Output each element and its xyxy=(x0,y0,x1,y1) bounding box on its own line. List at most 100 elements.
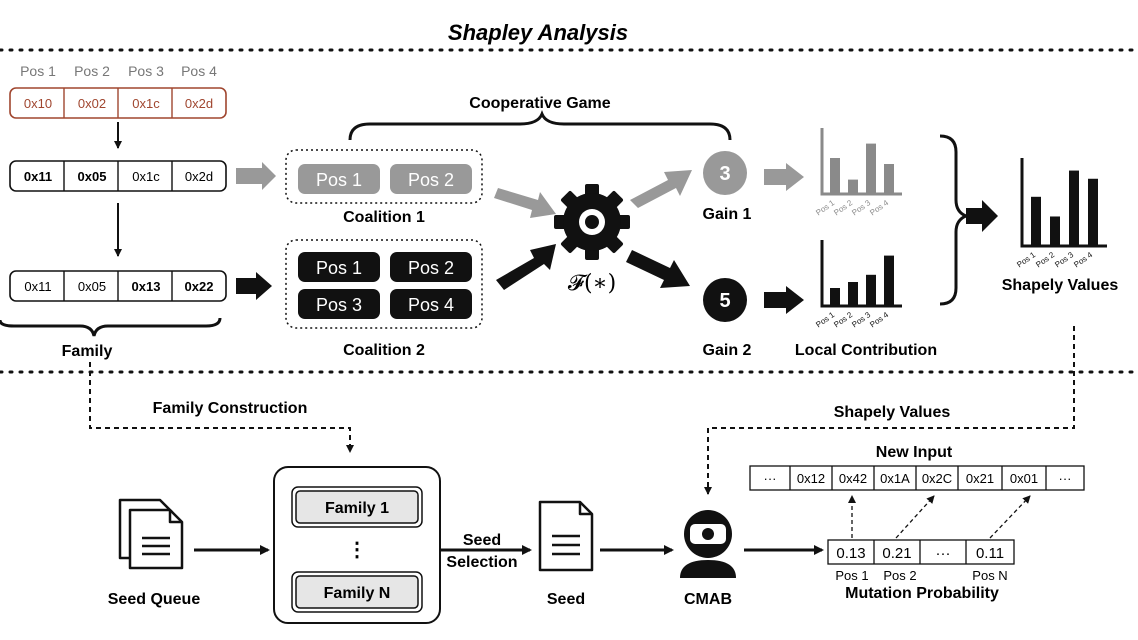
gear-icon xyxy=(554,184,630,260)
cooperative-game-label: Cooperative Game xyxy=(469,95,610,112)
coalition-2-pos-1 xyxy=(298,252,380,282)
byte-cell: 0x11 xyxy=(24,169,52,184)
byte-cell: 0x01 xyxy=(1010,471,1038,486)
byte-cell: 0x10 xyxy=(24,96,52,111)
family-construction-label: Family Construction xyxy=(153,400,308,417)
chart-bar xyxy=(1088,178,1098,246)
byte-cell: 0x2d xyxy=(185,169,213,184)
chart-tick-label: Pos 3 xyxy=(1053,250,1075,269)
new-input-bytes: ··· 0x12 0x42 0x1A 0x2C 0x21 0x01 ··· xyxy=(749,465,1085,491)
coalition-1-label: Coalition 1 xyxy=(343,209,425,226)
seed-selection-label-line-1: Seed xyxy=(463,532,501,549)
mutation-probability-cells: 0.13 0.21 ··· 0.11 xyxy=(827,539,1015,565)
byte-cell: 0x22 xyxy=(185,279,214,294)
mutation-probability-label: Mutation Probability xyxy=(845,585,999,602)
shapely-values-arrow-label: Shapely Values xyxy=(834,404,951,421)
chart-bar xyxy=(848,179,858,194)
pos-label: Pos 2 xyxy=(74,63,110,79)
chart-tick-label: Pos 3 xyxy=(850,310,872,329)
gain-1-value: 3 xyxy=(719,163,730,185)
chart-bar xyxy=(866,143,876,194)
family-member-1-bytes: 0x11 0x05 0x1c 0x2d xyxy=(9,160,227,192)
pos-label: Pos 3 xyxy=(128,63,164,79)
coalition-2-label: Coalition 2 xyxy=(343,342,425,359)
chart-bar xyxy=(1050,216,1060,246)
byte-cell: 0x1c xyxy=(132,169,160,184)
seed-label: Seed xyxy=(547,591,585,608)
gain-2-value: 5 xyxy=(719,290,730,312)
chart-bar xyxy=(1031,196,1041,246)
byte-cell: 0x05 xyxy=(78,279,106,294)
byte-cell: 0x21 xyxy=(966,471,994,486)
pos-label: Pos 4 xyxy=(181,63,217,79)
byte-cell: 0x13 xyxy=(132,279,161,294)
coalition-1-pos-1 xyxy=(298,164,380,194)
coalition-item-label: Pos 3 xyxy=(316,295,362,315)
gain-2-label: Gain 2 xyxy=(703,342,752,359)
arrow-to-shapely xyxy=(966,200,998,232)
coalition-2-pos-2 xyxy=(390,252,472,282)
coalition-item-label: Pos 1 xyxy=(316,258,362,278)
gain-1-circle xyxy=(703,151,747,195)
arrow-gear-to-gain-2 xyxy=(626,250,690,288)
chart-tick-label: Pos 1 xyxy=(1015,250,1037,269)
arrow-coalition-1-to-gear xyxy=(494,188,556,218)
chart-bar xyxy=(830,158,840,194)
chart-bar xyxy=(884,255,894,306)
pos-label: Pos 1 xyxy=(20,63,56,79)
chart-tick-label: Pos 2 xyxy=(832,310,854,329)
arrow-coalition-2-to-gear xyxy=(496,244,556,290)
probability-cell: 0.21 xyxy=(882,545,911,562)
arrow-gain-2-to-chart xyxy=(764,286,804,314)
seed-queue-label: Seed Queue xyxy=(108,591,201,608)
original-seed-bytes: 0x10 0x02 0x1c 0x2d xyxy=(9,87,227,119)
local-contribution-label: Local Contribution xyxy=(795,342,937,359)
family-1-label: Family 1 xyxy=(325,500,389,517)
seed-queue-icon xyxy=(118,498,184,570)
cmab-label: CMAB xyxy=(684,591,732,608)
pos-label-row: Pos 1 Pos 2 Pos 3 Pos 4 xyxy=(20,63,217,79)
byte-cell: 0x05 xyxy=(78,169,107,184)
family-list-dots: ⋮ xyxy=(347,539,367,561)
family-n-label: Family N xyxy=(324,585,391,602)
coalition-item-label: Pos 2 xyxy=(408,258,454,278)
function-label: 𝓕(∗) xyxy=(568,271,616,296)
byte-cell: 0x2C xyxy=(922,471,952,486)
arrow-gain-1-to-chart xyxy=(764,163,804,191)
family-member-2-bytes: 0x11 0x05 0x13 0x22 xyxy=(9,270,227,302)
seed-selection-label-line-2: Selection xyxy=(446,554,517,571)
family-label: Family xyxy=(62,343,113,360)
coalition-item-label: Pos 1 xyxy=(316,170,362,190)
new-input-label: New Input xyxy=(876,444,953,461)
coalition-item-label: Pos 2 xyxy=(408,170,454,190)
gain-2-circle xyxy=(703,278,747,322)
cmab-robot-icon xyxy=(680,510,736,578)
byte-cell: 0x42 xyxy=(839,471,867,486)
chart-bar xyxy=(848,282,858,306)
probability-cell: ··· xyxy=(936,545,951,562)
coalition-item-label: Pos 4 xyxy=(408,295,454,315)
byte-cell: 0x11 xyxy=(24,279,51,294)
byte-cell: 0x02 xyxy=(78,96,106,111)
chart-tick-label: Pos 1 xyxy=(814,198,836,217)
shapely-values-label: Shapely Values xyxy=(1002,277,1119,294)
chart-tick-label: Pos 2 xyxy=(1034,250,1056,269)
diagram-title: Shapley Analysis xyxy=(448,20,628,45)
coalition-2-pos-3 xyxy=(298,289,380,319)
mutation-pos-label: Pos N xyxy=(972,568,1007,583)
chart-tick-label: Pos 4 xyxy=(868,310,890,329)
byte-cell: 0x2d xyxy=(185,96,213,111)
gain-1-label: Gain 1 xyxy=(703,206,752,223)
chart-bar xyxy=(830,288,840,306)
family-construction-path xyxy=(89,362,354,453)
chart-tick-label: Pos 4 xyxy=(868,198,890,217)
chart-tick-label: Pos 4 xyxy=(1072,250,1094,269)
arrow-to-coalition-2 xyxy=(236,272,272,300)
mutation-link xyxy=(895,495,935,539)
family-brace xyxy=(0,317,222,337)
cooperative-game-brace xyxy=(348,109,732,141)
